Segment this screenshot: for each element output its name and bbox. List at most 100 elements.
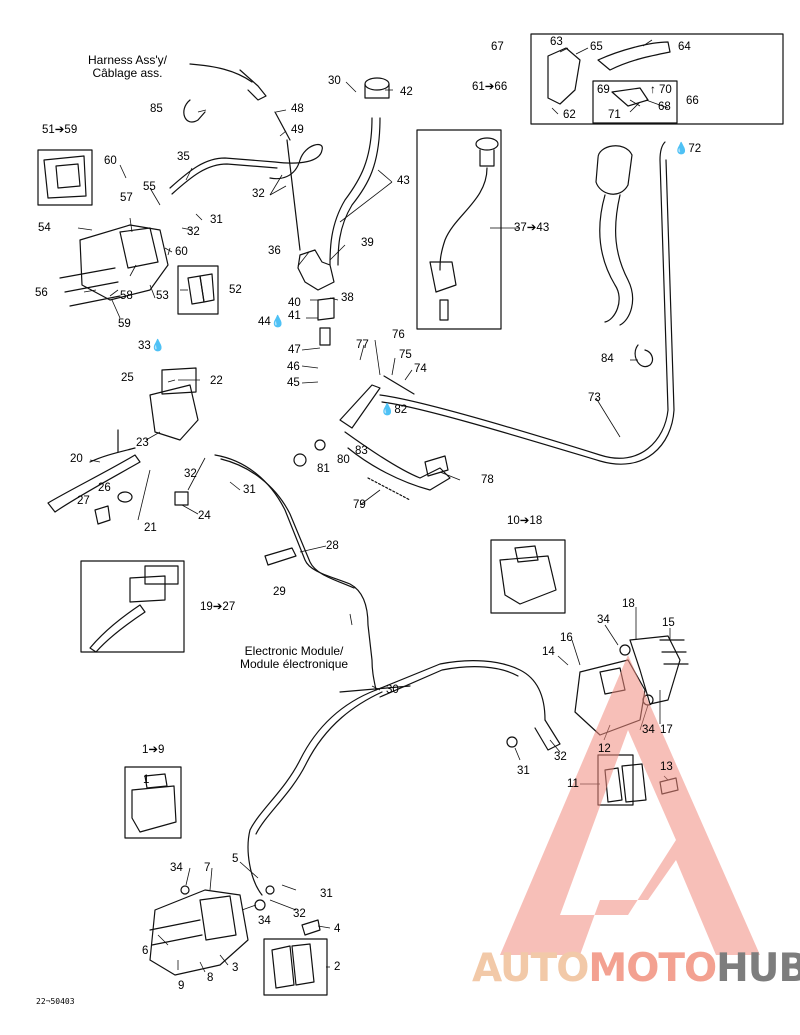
callout-62: 62 bbox=[563, 109, 576, 121]
callout-2: 2 bbox=[334, 961, 341, 973]
callout-77: 77 bbox=[356, 339, 369, 351]
callout-68: 68 bbox=[658, 101, 671, 113]
callout-41: 41 bbox=[288, 310, 301, 322]
harness-note-fr: Câblage ass. bbox=[92, 66, 163, 80]
callout-34-d: 34 bbox=[258, 915, 271, 927]
callout-25: 25 bbox=[121, 372, 134, 384]
callout-63: 63 bbox=[550, 36, 563, 48]
callout-34-b: 34 bbox=[642, 724, 655, 736]
callout-56: 56 bbox=[35, 287, 48, 299]
callout-57: 57 bbox=[120, 192, 133, 204]
logo-auto: AUTO bbox=[472, 946, 589, 991]
callout-71: 71 bbox=[608, 109, 621, 121]
drawing-code: 22¬50403 bbox=[36, 997, 75, 1006]
box-bracket-68-71 bbox=[592, 80, 678, 124]
fluid-label-33: 33 bbox=[138, 340, 151, 352]
harness-connector bbox=[189, 63, 253, 83]
box-reservoir-37-43 bbox=[416, 129, 502, 330]
callout-31-b: 31 bbox=[243, 484, 256, 496]
callout-53: 53 bbox=[156, 290, 169, 302]
callout-64: 64 bbox=[678, 41, 691, 53]
drop-icon: 💧 bbox=[380, 404, 395, 416]
callout-9: 9 bbox=[178, 980, 185, 992]
callout-42: 42 bbox=[400, 86, 413, 98]
callout-84: 84 bbox=[601, 353, 614, 365]
fluid-label-72: 72 bbox=[688, 143, 702, 155]
watermark-logo: AUTOMOTOHUB bbox=[472, 947, 800, 991]
callout-8: 8 bbox=[207, 972, 214, 984]
callout-73: 73 bbox=[588, 392, 601, 404]
hose-43 bbox=[329, 117, 373, 266]
callout-85: 85 bbox=[150, 103, 163, 115]
callout-45: 45 bbox=[287, 377, 300, 389]
callout-40: 40 bbox=[288, 297, 301, 309]
watermark-triangle bbox=[500, 655, 760, 955]
callout-5: 5 bbox=[232, 853, 239, 865]
range-10-18: 10➔18 bbox=[507, 515, 543, 527]
callout-31-c: 31 bbox=[517, 765, 530, 777]
drop-icon: 💧 bbox=[150, 340, 166, 352]
callout-69: 69 bbox=[597, 84, 610, 96]
fluid-point-72: 💧72 bbox=[674, 143, 701, 155]
callout-12: 12 bbox=[598, 743, 611, 755]
callout-31-d: 31 bbox=[320, 888, 333, 900]
harness-note: Harness Ass'y/ Câblage ass. bbox=[88, 54, 167, 80]
callout-59: 59 bbox=[118, 318, 131, 330]
callout-60-b: 60 bbox=[175, 246, 188, 258]
callout-36: 36 bbox=[268, 245, 281, 257]
callout-1: 1 bbox=[143, 774, 150, 786]
callout-74: 74 bbox=[414, 363, 427, 375]
callout-76: 76 bbox=[392, 329, 405, 341]
callout-32-e: 32 bbox=[293, 908, 306, 920]
module-note-fr: Module électronique bbox=[240, 657, 349, 671]
callout-3: 3 bbox=[232, 962, 239, 974]
callout-83: 83 bbox=[355, 445, 368, 457]
callout-55: 55 bbox=[143, 181, 156, 193]
callout-58: 58 bbox=[120, 290, 133, 302]
range-61-66: 61➔66 bbox=[472, 81, 508, 93]
arrow-up-icon: ↑ bbox=[650, 84, 659, 96]
callout-23: 23 bbox=[136, 437, 149, 449]
pedal-arm bbox=[339, 384, 381, 429]
callout-70: ↑ 70 bbox=[650, 84, 672, 96]
callout-32-d: 32 bbox=[554, 751, 567, 763]
module-note-en: Electronic Module/ bbox=[244, 644, 344, 658]
range-37-43: 37➔43 bbox=[514, 222, 550, 234]
callout-26: 26 bbox=[98, 482, 111, 494]
callout-75: 75 bbox=[399, 349, 412, 361]
fluid-point-33: 33💧 bbox=[138, 340, 165, 352]
box-lever-61-66 bbox=[530, 33, 784, 125]
fluid-label-82: 82 bbox=[394, 404, 408, 416]
hose-73 bbox=[379, 141, 669, 459]
callout-46: 46 bbox=[287, 361, 300, 373]
callout-32-a: 32 bbox=[187, 226, 200, 238]
callout-15: 15 bbox=[662, 617, 675, 629]
fluid-label-44: 44 bbox=[258, 316, 271, 328]
callout-13: 13 bbox=[660, 761, 673, 773]
callout-4: 4 bbox=[334, 923, 341, 935]
callout-66: 66 bbox=[686, 95, 699, 107]
callout-60-a: 60 bbox=[104, 155, 117, 167]
callout-18: 18 bbox=[622, 598, 635, 610]
callout-32-c: 32 bbox=[184, 468, 197, 480]
callout-17: 17 bbox=[660, 724, 673, 736]
callout-7: 7 bbox=[204, 862, 211, 874]
callout-54: 54 bbox=[38, 222, 51, 234]
callout-30-bottom: 30 bbox=[386, 684, 399, 696]
hose-35 bbox=[169, 143, 323, 189]
callout-34-c: 34 bbox=[170, 862, 183, 874]
callout-6: 6 bbox=[142, 945, 149, 957]
callout-20: 20 bbox=[70, 453, 83, 465]
callout-21: 21 bbox=[144, 522, 157, 534]
callout-48: 48 bbox=[291, 103, 304, 115]
callout-49: 49 bbox=[291, 124, 304, 136]
callout-79: 79 bbox=[353, 499, 366, 511]
callout-38: 38 bbox=[341, 292, 354, 304]
callout-52: 52 bbox=[229, 284, 242, 296]
box-caliper-51-59 bbox=[37, 149, 93, 206]
callout-11: 11 bbox=[567, 778, 579, 790]
logo-moto: MOTO bbox=[588, 946, 717, 991]
box-pads-52 bbox=[177, 265, 219, 315]
